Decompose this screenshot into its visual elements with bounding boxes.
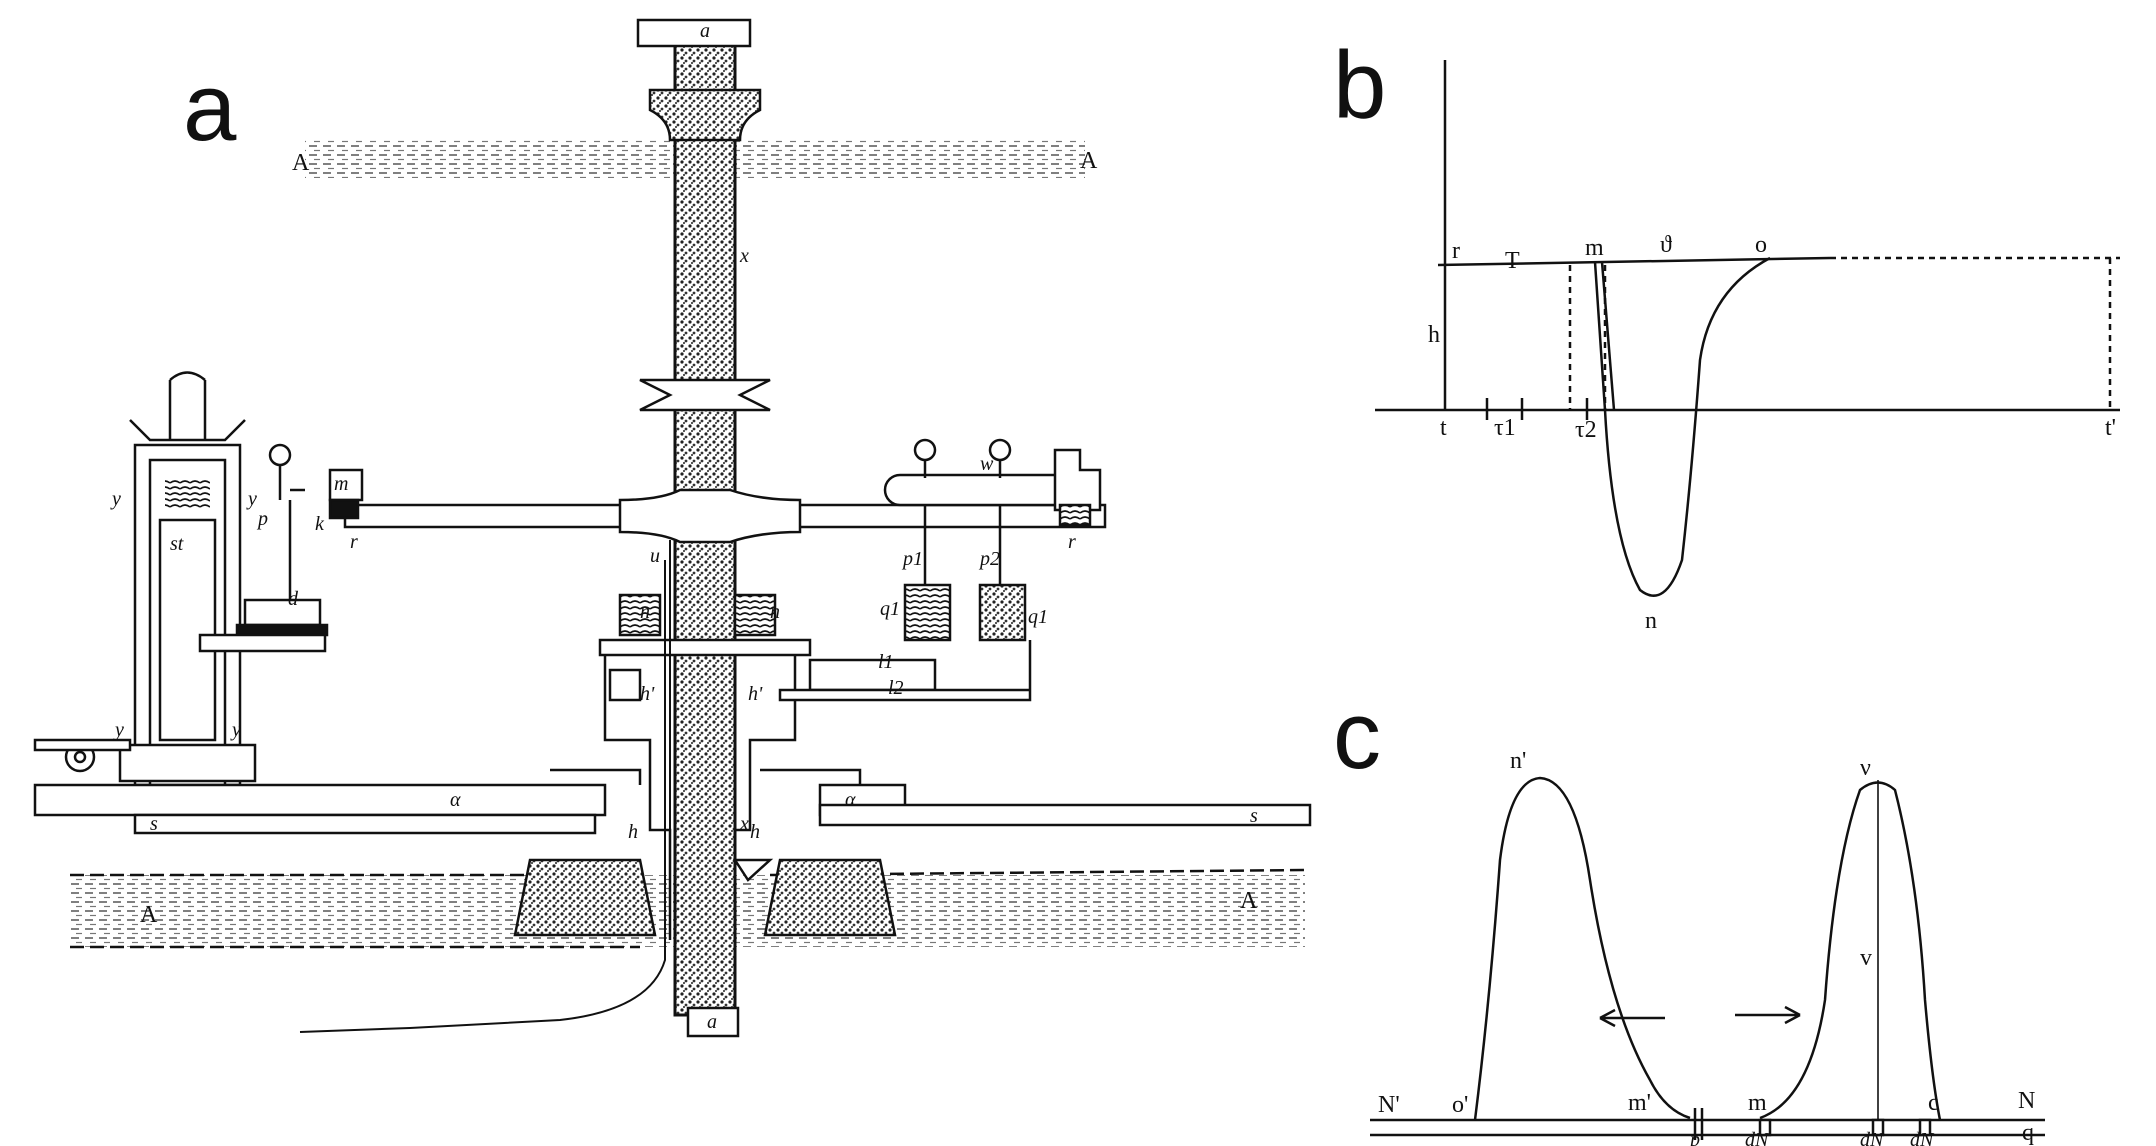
c-arrow-right xyxy=(1735,1005,1801,1025)
label-base-left: A xyxy=(140,902,158,928)
panel-a-letter: a xyxy=(183,54,237,161)
label-st: st xyxy=(170,533,184,555)
alpha-bar-left xyxy=(33,783,607,817)
b-response-curve xyxy=(1593,256,1771,597)
panel-c-letter: c xyxy=(1333,682,1381,789)
label-b-t-prime: t' xyxy=(2105,415,2116,441)
right-bob-assembly xyxy=(883,438,1102,642)
label-b-r: r xyxy=(1452,238,1460,264)
label-b-t: t xyxy=(1440,415,1447,441)
label-alpha-left: α xyxy=(450,789,461,811)
foot-left xyxy=(513,858,657,937)
label-c-q: q xyxy=(2022,1120,2034,1146)
label-plate-left: A xyxy=(292,150,310,176)
label-c-v: v xyxy=(1860,945,1872,971)
label-y-left: y xyxy=(110,488,121,510)
label-u: u xyxy=(650,545,660,567)
label-n-right: n xyxy=(770,601,780,623)
c-right-pulse xyxy=(1759,781,1942,1121)
label-s-right: s xyxy=(1250,805,1258,827)
label-d: d xyxy=(288,588,299,610)
label-base-right: A xyxy=(1240,888,1258,914)
label-y-right: y xyxy=(246,488,257,510)
label-w: w xyxy=(980,453,994,475)
c-arrow-left xyxy=(1599,1008,1665,1028)
label-p2: p2 xyxy=(978,548,1000,570)
label-bottom-cap: a xyxy=(707,1011,717,1033)
label-c-dN1: dN xyxy=(1745,1129,1770,1146)
label-c-nu: ν xyxy=(1860,755,1871,781)
label-c-N: N xyxy=(2018,1088,2035,1114)
top-cap xyxy=(636,18,752,48)
label-h-left: h xyxy=(628,821,638,843)
label-q-right: q1 xyxy=(1028,606,1048,628)
wire xyxy=(299,560,666,1033)
label-b-theta: ϑ xyxy=(1660,232,1672,258)
label-k: k xyxy=(315,513,325,535)
label-x-lower: x xyxy=(739,813,749,835)
label-c-o-prime: o' xyxy=(1452,1092,1468,1118)
left-column xyxy=(33,371,257,787)
label-h-right: h xyxy=(750,821,760,843)
arm-l1 xyxy=(808,658,937,692)
label-x-upper: x xyxy=(739,245,749,267)
label-n-left: n xyxy=(640,601,650,623)
block-n-right xyxy=(733,593,777,637)
label-c-p: p xyxy=(1688,1129,1700,1146)
panel-b-labels: r T m ϑ o h t τ1 τ2 t' n xyxy=(1428,232,2116,634)
rod-clamp xyxy=(639,378,771,412)
panel-b-graph xyxy=(1375,60,2120,597)
arm-l2 xyxy=(778,640,1032,702)
label-b-tau2: τ2 xyxy=(1575,417,1597,443)
label-l2: l2 xyxy=(888,677,904,699)
panel-a-apparatus xyxy=(33,18,1312,1038)
block-n-left xyxy=(618,593,662,637)
label-m: m xyxy=(334,473,348,495)
label-h-prime-left: h' xyxy=(640,683,655,705)
label-s-left: s xyxy=(150,813,158,835)
label-c-m-prime: m' xyxy=(1628,1090,1651,1116)
foot-right xyxy=(763,858,897,937)
panel-b-letter: b xyxy=(1333,32,1387,139)
label-l1: l1 xyxy=(878,651,894,673)
label-p1: p1 xyxy=(901,548,923,570)
label-r-left: r xyxy=(350,531,358,553)
b-top-line xyxy=(1437,256,1831,267)
label-c-c: c xyxy=(1928,1090,1939,1116)
label-top-cap: a xyxy=(700,20,710,42)
label-c-dN2: dN xyxy=(1860,1129,1885,1146)
label-y-lower-right: y xyxy=(230,719,241,741)
label-y-lower-left: y xyxy=(113,719,124,741)
label-q-left: q1 xyxy=(880,598,900,620)
bottom-cap xyxy=(686,1006,740,1038)
label-c-m: m xyxy=(1748,1090,1767,1116)
label-c-dN3: dN xyxy=(1910,1129,1935,1146)
label-p: p xyxy=(256,508,268,530)
panel-c-labels: n' ν v N' o' m' m c N q p dN dN dN xyxy=(1378,748,2035,1146)
label-b-h: h xyxy=(1428,322,1440,348)
label-c-N-prime: N' xyxy=(1378,1092,1400,1118)
panel-a-labels: a a A A A A x x y y y y st p d m k r r u… xyxy=(110,20,1258,1033)
label-b-n: n xyxy=(1645,608,1657,634)
label-b-m: m xyxy=(1585,235,1604,261)
label-c-n-prime: n' xyxy=(1510,748,1526,774)
pointer-p xyxy=(198,443,329,653)
label-r-right: r xyxy=(1068,531,1076,553)
label-b-tau1: τ1 xyxy=(1494,415,1516,441)
label-h-prime-right: h' xyxy=(748,683,763,705)
label-b-o: o xyxy=(1755,232,1767,258)
label-b-T: T xyxy=(1505,248,1520,274)
label-plate-right: A xyxy=(1080,148,1098,174)
panel-c-graph xyxy=(1370,776,2045,1140)
label-alpha-right: α xyxy=(845,789,856,811)
c-left-pulse xyxy=(1473,776,1691,1121)
